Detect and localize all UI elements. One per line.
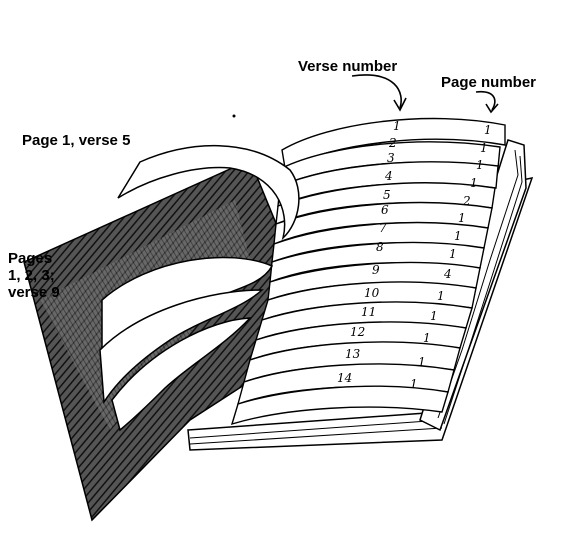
page-number-13: 1 [418, 355, 426, 369]
curled-page-top [117, 144, 300, 241]
verse-number-label: Verse number [298, 58, 398, 75]
pages-verse9-line-1: Pages [8, 250, 53, 267]
page-number-9: 4 [443, 267, 452, 281]
page1-verse5-label: Page 1, verse 5 [22, 132, 131, 149]
page-number-11: 1 [430, 309, 438, 323]
page-number-7: 1 [454, 229, 462, 243]
page-number-label: Page number [441, 74, 537, 91]
page-number-6: 1 [458, 211, 466, 225]
verse-number-9: 9 [372, 263, 380, 277]
curled-page-b [99, 289, 264, 405]
page-arrow [475, 90, 496, 111]
verse-number-3: 3 [387, 151, 395, 165]
page-number-3: 1 [476, 158, 484, 172]
page-number-12: 1 [423, 331, 431, 345]
verse-number-6: 6 [381, 203, 389, 217]
verse-number-11: 11 [361, 305, 376, 319]
verse-number-8: 8 [376, 240, 384, 254]
page-number-14: 1 [410, 377, 418, 391]
verse-number-1: 1 [393, 119, 401, 133]
page-number-10: 1 [437, 289, 445, 303]
verse-number-5: 5 [383, 188, 391, 202]
page-number-2: 1 [480, 141, 488, 155]
verse-number-10: 10 [364, 286, 380, 300]
verse-number-4: 4 [384, 169, 393, 183]
verse-number-14: 14 [337, 371, 352, 385]
verse-number-2: 2 [388, 136, 397, 150]
curled-page-c [111, 317, 252, 432]
pages-verse9-label: Pages 1, 2, 3; verse 9 [8, 250, 60, 301]
page-number-8: 1 [449, 247, 457, 261]
verse-number-7: 7 [379, 221, 387, 235]
verse-arrow [351, 74, 402, 109]
page-number-4: 1 [470, 176, 478, 190]
verse-number-13: 13 [345, 347, 361, 361]
pages-verse9-line-2: 1, 2, 3; [8, 267, 55, 284]
fanned-pages [230, 117, 506, 426]
page-number-5: 2 [462, 194, 471, 208]
verse-number-12: 12 [350, 325, 365, 339]
pages-verse9-line-3: verse 9 [8, 284, 60, 301]
page-number-1: 1 [484, 123, 492, 137]
